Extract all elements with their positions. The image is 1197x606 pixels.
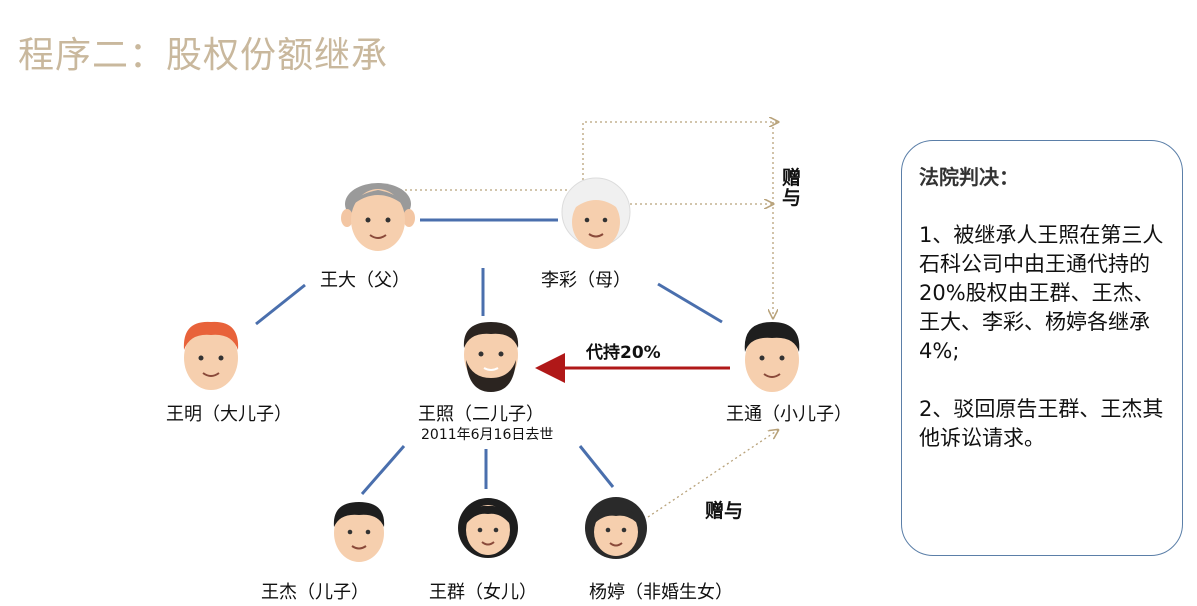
person-label-li-cai: 李彩（母）: [541, 270, 631, 291]
judgment-title: 法院判决：: [919, 165, 1019, 189]
wang-qun-avatar-icon: [458, 498, 518, 558]
court-judgment-panel: 法院判决： 1、被继承人王照在第三人石科公司中由王通代持的20%股权由王群、王杰…: [901, 140, 1183, 556]
person-label-yang-ting: 杨婷（非婚生女）: [589, 582, 733, 603]
person-label-wang-ming: 王明（大儿子）: [166, 404, 292, 425]
person-label-wang-tong: 王通（小儿子）: [726, 404, 852, 425]
line-to-wang-tong: [657, 282, 723, 324]
line-to-wang-jie: [360, 445, 406, 495]
wang-tong-avatar-icon: [744, 322, 800, 392]
yang-ting-avatar-icon: [585, 497, 647, 559]
father-avatar-icon: [341, 183, 415, 251]
proxy-label: 代持20%: [586, 343, 661, 363]
gift-arrow-top: [582, 122, 778, 190]
person-label-wang-zhao: 王照（二儿子）: [418, 404, 544, 425]
mother-avatar-icon: [561, 177, 631, 249]
wang-ming-avatar-icon: [183, 321, 239, 390]
page-title: 程序二：股权份额继承: [18, 35, 389, 76]
person-label-wang-da: 王大（父）: [320, 270, 410, 291]
judgment-item-2: 2、驳回原告王群、王杰其他诉讼请求。: [919, 397, 1164, 450]
wang-zhao-avatar-icon: [463, 322, 519, 392]
gift-label-top: 赠与: [782, 167, 802, 209]
person-label-wang-qun: 王群（女儿）: [429, 582, 537, 603]
person-label-wang-jie: 王杰（儿子）: [261, 582, 369, 603]
line-to-wang-ming: [255, 283, 306, 326]
judgment-item-1: 1、被继承人王照在第三人石科公司中由王通代持的20%股权由王群、王杰、王大、李彩…: [919, 223, 1164, 363]
gift-label-bottom: 赠与: [705, 500, 744, 522]
gift-arrow-yang-ting: [647, 430, 778, 518]
death-date-note: 2011年6月16日去世: [421, 427, 554, 443]
wang-jie-avatar-icon: [333, 502, 385, 562]
line-to-yang-ting: [578, 445, 615, 488]
